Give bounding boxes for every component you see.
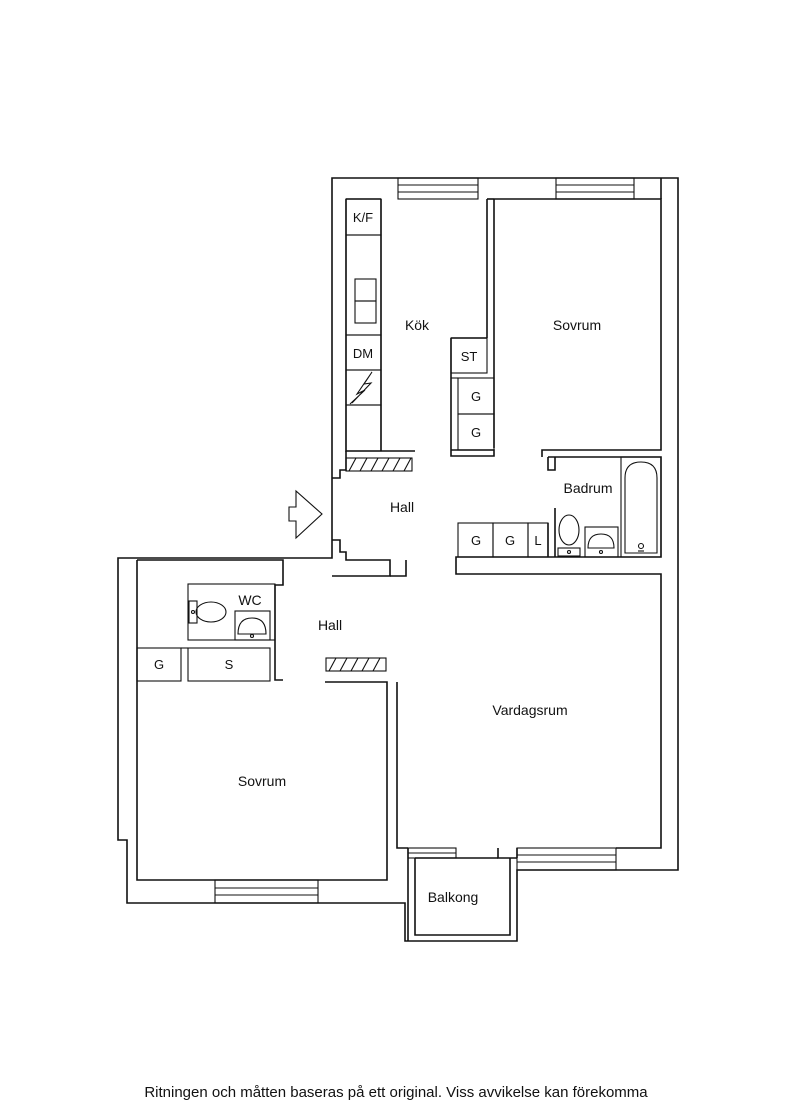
washbasin-icon <box>584 526 619 558</box>
label-wardrobe-g1: G <box>471 389 481 404</box>
label-hall-g: G <box>154 657 164 672</box>
sink-basin-1 <box>354 278 377 302</box>
bathroom-fixtures <box>457 456 662 558</box>
label-kitchen: Kök <box>405 317 430 333</box>
stove <box>345 369 382 406</box>
kitchen-fixtures <box>345 198 495 452</box>
hall-wardrobe-g <box>136 647 182 682</box>
label-living-room: Vardagsrum <box>492 702 567 718</box>
outer-walls <box>117 177 679 942</box>
bath-linen-l <box>527 522 549 558</box>
room-labels: Kök Sovrum Hall Badrum WC Hall Vardagsru… <box>238 317 613 905</box>
label-balcony: Balkong <box>428 889 479 905</box>
sink-basin-2 <box>354 300 377 324</box>
toilet-icon <box>557 514 581 557</box>
label-hall-lower: Hall <box>318 617 342 633</box>
hall-storage-s <box>187 647 271 682</box>
wc-fixtures <box>136 583 276 682</box>
stove-lightning-icon <box>349 371 373 405</box>
entrance-arrow-icon <box>288 489 323 540</box>
disclaimer-footer: Ritningen och måtten baseras på ett orig… <box>144 1084 648 1101</box>
label-bedroom-top: Sovrum <box>553 317 601 333</box>
label-bedroom-bottom: Sovrum <box>238 773 286 789</box>
fixture-labels: K/F DM ST G G G G L G S <box>154 210 542 672</box>
wc-washbasin-icon <box>234 610 271 641</box>
label-bath-g1: G <box>471 533 481 548</box>
label-closet-st: ST <box>461 349 478 364</box>
wc-toilet-icon <box>188 600 227 624</box>
label-hall-upper: Hall <box>390 499 414 515</box>
label-dishwasher: DM <box>353 346 373 361</box>
closet-st <box>450 337 488 374</box>
label-bathroom: Badrum <box>563 480 612 496</box>
windows <box>214 177 635 904</box>
label-wardrobe-g2: G <box>471 425 481 440</box>
wardrobe-g2 <box>457 413 495 451</box>
label-bath-g2: G <box>505 533 515 548</box>
bathtub-icon <box>620 456 662 558</box>
label-fridge-freezer: K/F <box>353 210 373 225</box>
label-wc: WC <box>238 592 261 608</box>
hall-shoe-racks <box>325 457 413 672</box>
label-bath-l: L <box>534 533 541 548</box>
label-hall-s: S <box>225 657 234 672</box>
